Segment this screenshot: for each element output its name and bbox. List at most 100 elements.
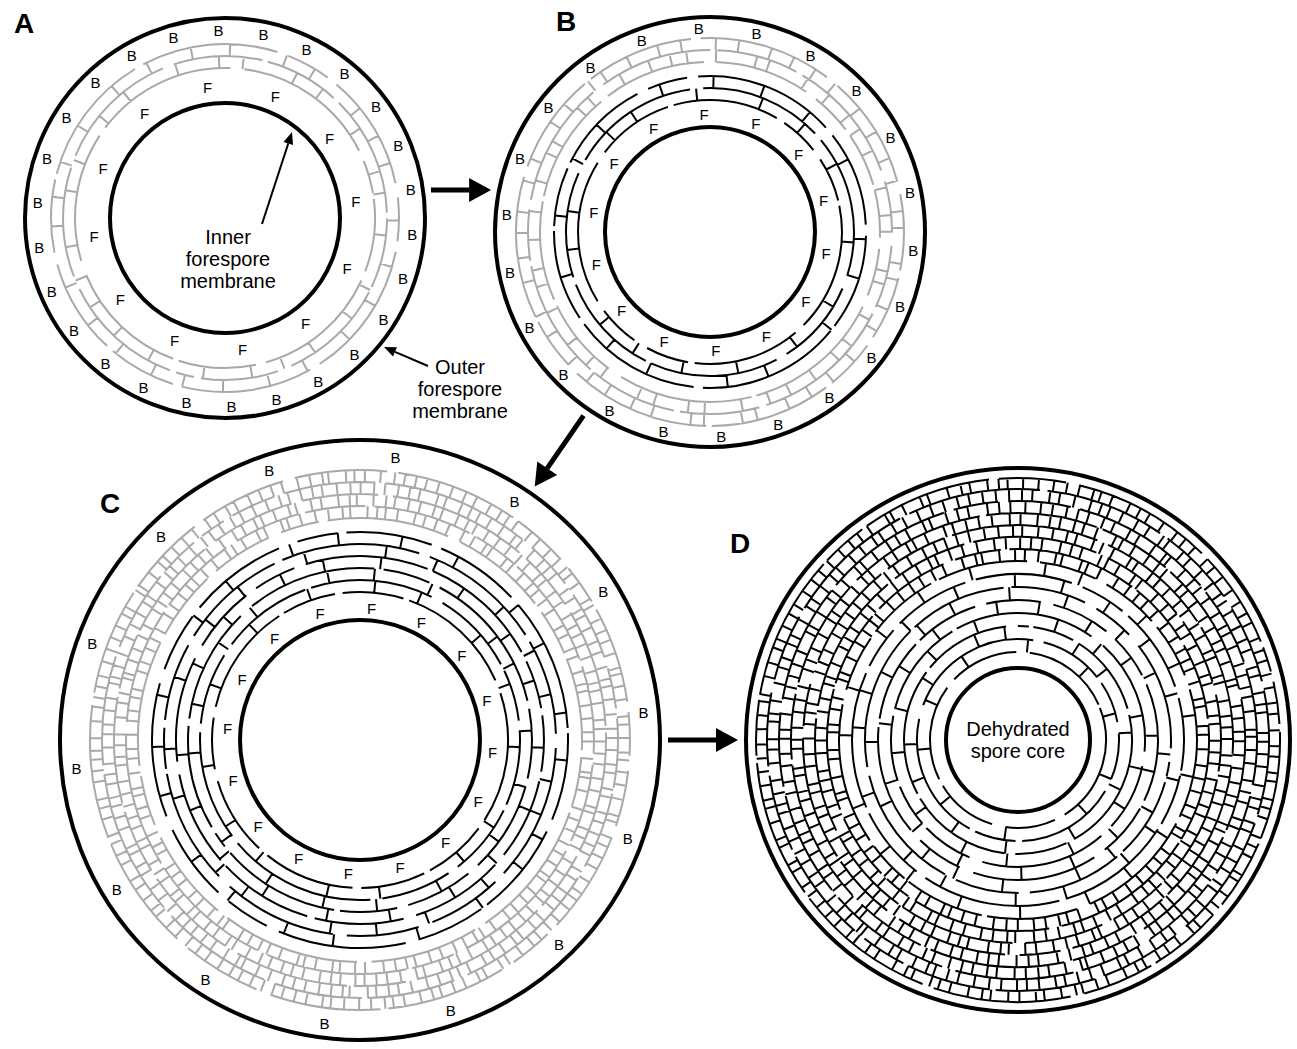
mother-cell-marker: B [825, 390, 835, 405]
mother-cell-marker: B [510, 493, 520, 508]
membrane-label: Outer forespore membrane [405, 356, 515, 422]
forespore-marker: F [237, 671, 246, 686]
mother-cell-marker: B [515, 150, 525, 165]
inner-membrane [110, 103, 340, 333]
mother-cell-marker: B [716, 428, 726, 443]
spore-core: Dehydrated spore core [946, 668, 1090, 812]
forespore-marker: F [762, 328, 771, 343]
mother-cell-marker: B [851, 83, 861, 98]
mother-cell-marker: B [62, 109, 72, 124]
mother-cell-marker: B [301, 41, 311, 56]
forespore-marker: F [592, 257, 601, 272]
outer-membrane [25, 18, 425, 418]
forespore-marker: F [238, 341, 247, 356]
mother-cell-marker: B [33, 194, 43, 209]
forespore-marker: F [457, 647, 466, 662]
spore-panel: C [60, 440, 660, 1040]
forespore-marker: F [254, 818, 263, 833]
forespore-marker: F [794, 146, 803, 161]
arrow-shaft [431, 188, 469, 193]
forespore-marker: F [203, 80, 212, 95]
spore-panel: DDehydrated spore core [746, 468, 1290, 1012]
forespore-marker: F [229, 773, 238, 788]
mother-cell-marker: B [34, 240, 44, 255]
mother-cell-marker: B [138, 380, 148, 395]
mother-cell-marker: B [271, 391, 281, 406]
forespore-marker: F [610, 156, 619, 171]
mother-cell-marker: B [407, 227, 417, 242]
arrowhead [535, 461, 557, 486]
leader-arrowhead [284, 132, 294, 145]
forespore-marker: F [116, 291, 125, 306]
arrowhead [716, 728, 738, 752]
mother-cell-marker: B [505, 265, 515, 280]
forespore-marker: F [801, 293, 810, 308]
outer-membrane [746, 468, 1290, 1012]
arrow-shaft [547, 416, 583, 469]
core-label: Dehydrated spore core [959, 718, 1077, 762]
leader-arrowhead [384, 347, 397, 356]
mother-cell-marker: B [637, 32, 647, 47]
mother-cell-marker: B [340, 66, 350, 81]
mother-cell-marker: B [313, 374, 323, 389]
forespore-marker: F [473, 794, 482, 809]
mother-cell-marker: B [69, 323, 79, 338]
mother-cell-marker: B [751, 26, 761, 41]
forespore-marker: F [367, 600, 376, 615]
mother-cell-marker: B [378, 312, 388, 327]
mother-cell-marker: B [886, 130, 896, 145]
forespore-marker: F [488, 744, 497, 759]
forespore-marker: F [315, 606, 324, 621]
forespore-marker: F [223, 721, 232, 736]
forespore-marker: F [342, 261, 351, 276]
mother-cell-marker: B [47, 283, 57, 298]
mother-cell-marker: B [127, 47, 137, 62]
forespore-marker: F [649, 121, 658, 136]
mother-cell-marker: B [320, 1015, 330, 1030]
peptidoglycan-layer [51, 44, 399, 392]
mother-cell-marker: B [866, 349, 876, 364]
forespore-marker: F [589, 204, 598, 219]
peptidoglycan-layer [90, 470, 630, 1010]
outer-membrane [495, 17, 925, 447]
mother-cell-marker: B [558, 366, 568, 381]
inner-membrane [946, 668, 1090, 812]
panel-letter: B [556, 6, 576, 38]
mother-cell-marker: B [623, 830, 633, 845]
mother-cell-marker: B [393, 138, 403, 153]
forespore-marker: F [140, 106, 149, 121]
leader-line [395, 352, 428, 366]
peptidoglycan-layer [756, 478, 1280, 1002]
forespore-marker: F [270, 631, 279, 646]
mother-cell-marker: B [87, 635, 97, 650]
arrowhead [469, 178, 491, 202]
mother-cell-marker: B [554, 937, 564, 952]
peptidoglycan-layer [152, 532, 568, 948]
mother-cell-marker: B [264, 462, 274, 477]
mother-cell-marker: B [502, 207, 512, 222]
forespore-marker: F [822, 245, 831, 260]
mother-cell-marker: B [156, 529, 166, 544]
forespore-marker: F [271, 89, 280, 104]
mother-cell-marker: B [658, 423, 668, 438]
mother-cell-marker: B [227, 398, 237, 413]
forespore-marker: F [344, 865, 353, 880]
process-arrow [431, 178, 491, 202]
mother-cell-marker: B [90, 74, 100, 89]
mother-cell-marker: B [390, 450, 400, 465]
mother-cell-marker: B [398, 271, 408, 286]
mother-cell-marker: B [100, 356, 110, 371]
forespore-marker: F [98, 160, 107, 175]
panel-letter: D [730, 528, 750, 560]
forespore-marker: F [711, 342, 720, 357]
forespore-marker: F [170, 333, 179, 348]
mother-cell-marker: B [446, 1003, 456, 1018]
mother-cell-marker: B [806, 47, 816, 62]
mother-cell-marker: B [181, 395, 191, 410]
peptidoglycan-layer [554, 76, 866, 388]
forespore-marker: F [294, 851, 303, 866]
forespore-marker: F [417, 615, 426, 630]
mother-cell-marker: B [905, 184, 915, 199]
mother-cell-marker: B [169, 30, 179, 45]
